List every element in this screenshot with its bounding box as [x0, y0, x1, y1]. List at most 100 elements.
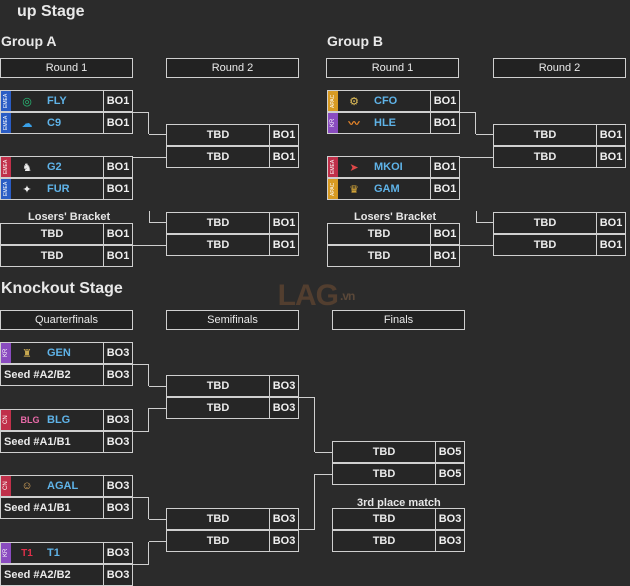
team-name: GEN [47, 347, 71, 359]
mkoi-logo-icon: ➤ [349, 161, 359, 174]
region-badge: CN [1, 410, 11, 430]
seed-row[interactable]: Seed #A1/B1 BO3 [0, 497, 133, 519]
tbd-row[interactable]: TBD BO1 [166, 212, 299, 234]
team-name: FUR [47, 183, 70, 195]
group-b-losers-label: Losers' Bracket [354, 211, 437, 223]
team-row-fur[interactable]: EMEA ✦ FUR BO1 [0, 178, 133, 200]
team-row-mkoi[interactable]: EMEA ➤ MKOI BO1 [327, 156, 460, 178]
format-badge: BO1 [599, 129, 623, 141]
format-badge: BO1 [599, 239, 623, 251]
tbd-label: TBD [367, 250, 391, 262]
region-badge: CN [1, 476, 11, 496]
team-row-c9[interactable]: EMEA ☁ C9 BO1 [0, 112, 133, 134]
tbd-label: TBD [206, 513, 230, 525]
format-badge: BO1 [106, 117, 130, 129]
tbd-row[interactable]: TBD BO1 [493, 212, 626, 234]
format-badge: BO3 [438, 535, 462, 547]
c9-logo-icon: ☁ [21, 117, 33, 130]
format-badge: BO3 [106, 480, 130, 492]
team-row-g2[interactable]: EMEA ♞ G2 BO1 [0, 156, 133, 178]
tbd-row[interactable]: TBD BO1 [493, 234, 626, 256]
team-row-cfo[interactable]: APAC ⚙ CFO BO1 [327, 90, 460, 112]
team-name: FLY [47, 95, 67, 107]
seed-row[interactable]: Seed #A1/B1 BO3 [0, 431, 133, 453]
group-a-round1-header: Round 1 [0, 58, 133, 78]
tbd-row[interactable]: TBD BO1 [493, 146, 626, 168]
team-row-t1[interactable]: KR T1 T1 BO3 [0, 542, 133, 564]
tbd-row[interactable]: TBD BO3 [166, 508, 299, 530]
knockout-stage-title: Knockout Stage [1, 280, 123, 297]
bracket-connector [133, 564, 149, 565]
team-row-gen[interactable]: KR ♜ GEN BO3 [0, 342, 133, 364]
region-badge: EMEA [1, 113, 11, 133]
bracket-connector [315, 452, 332, 453]
seed-label: Seed #A2/B2 [4, 369, 71, 381]
format-badge: BO1 [433, 95, 457, 107]
team-row-agal[interactable]: CN ☺ AGAL BO3 [0, 475, 133, 497]
t1-logo-icon: T1 [21, 547, 33, 559]
tbd-label: TBD [372, 446, 396, 458]
bracket-connector [299, 397, 315, 452]
region-badge: KR [1, 343, 11, 363]
tbd-label: TBD [533, 239, 557, 251]
group-b-title: Group B [327, 33, 383, 49]
team-row-blg[interactable]: CN BLG BLG BO3 [0, 409, 133, 431]
tbd-row[interactable]: TBD BO1 [0, 223, 133, 245]
tbd-row[interactable]: TBD BO3 [332, 530, 465, 552]
bracket-connector [133, 364, 149, 386]
team-row-hle[interactable]: KR 〰 HLE BO1 [327, 112, 460, 134]
format-badge: BO1 [106, 183, 130, 195]
bracket-connector [460, 157, 476, 179]
tbd-row[interactable]: TBD BO5 [332, 463, 465, 485]
tbd-label: TBD [206, 129, 230, 141]
format-badge: BO3 [106, 569, 130, 581]
group-a-losers-label: Losers' Bracket [28, 211, 111, 223]
tbd-row[interactable]: TBD BO1 [0, 245, 133, 267]
tbd-row[interactable]: TBD BO1 [327, 223, 460, 245]
format-badge: BO3 [438, 513, 462, 525]
tbd-row[interactable]: TBD BO3 [332, 508, 465, 530]
tbd-row[interactable]: TBD BO1 [166, 146, 299, 168]
bracket-connector [133, 157, 149, 179]
region-badge: EMEA [1, 91, 11, 111]
tbd-row[interactable]: TBD BO1 [166, 234, 299, 256]
team-name: HLE [374, 117, 396, 129]
bracket-connector [133, 497, 149, 519]
seed-row[interactable]: Seed #A2/B2 BO3 [0, 364, 133, 386]
tbd-row[interactable]: TBD BO3 [166, 530, 299, 552]
watermark-suffix: .vn [339, 289, 355, 303]
bracket-connector [133, 245, 166, 246]
lag-watermark-logo: LAG.vn [266, 268, 366, 324]
gam-logo-icon: ♛ [349, 183, 359, 196]
tbd-label: TBD [206, 380, 230, 392]
format-badge: BO1 [106, 250, 130, 262]
tbd-label: TBD [40, 228, 64, 240]
tbd-label: TBD [533, 151, 557, 163]
format-badge: BO3 [272, 380, 296, 392]
team-name: G2 [47, 161, 62, 173]
tbd-label: TBD [372, 468, 396, 480]
bracket-connector [133, 408, 149, 432]
bracket-connector [476, 134, 493, 135]
tbd-row[interactable]: TBD BO5 [332, 441, 465, 463]
fur-logo-icon: ✦ [22, 183, 32, 196]
format-badge: BO1 [272, 217, 296, 229]
format-badge: BO3 [106, 502, 130, 514]
seed-row[interactable]: Seed #A2/B2 BO3 [0, 564, 133, 586]
tbd-row[interactable]: TBD BO1 [327, 245, 460, 267]
semifinals-header: Semifinals [166, 310, 299, 330]
team-name: C9 [47, 117, 62, 129]
team-row-fly[interactable]: EMEA ◎ FLY BO1 [0, 90, 133, 112]
quarterfinals-header: Quarterfinals [0, 310, 133, 330]
format-badge: BO3 [106, 547, 130, 559]
tbd-label: TBD [206, 239, 230, 251]
tbd-label: TBD [372, 535, 396, 547]
tbd-row[interactable]: TBD BO1 [493, 124, 626, 146]
format-badge: BO1 [272, 129, 296, 141]
region-badge: APAC [328, 179, 338, 199]
tbd-row[interactable]: TBD BO3 [166, 375, 299, 397]
tbd-row[interactable]: TBD BO1 [166, 124, 299, 146]
team-row-gam[interactable]: APAC ♛ GAM BO1 [327, 178, 460, 200]
format-badge: BO1 [599, 217, 623, 229]
tbd-row[interactable]: TBD BO3 [166, 397, 299, 419]
